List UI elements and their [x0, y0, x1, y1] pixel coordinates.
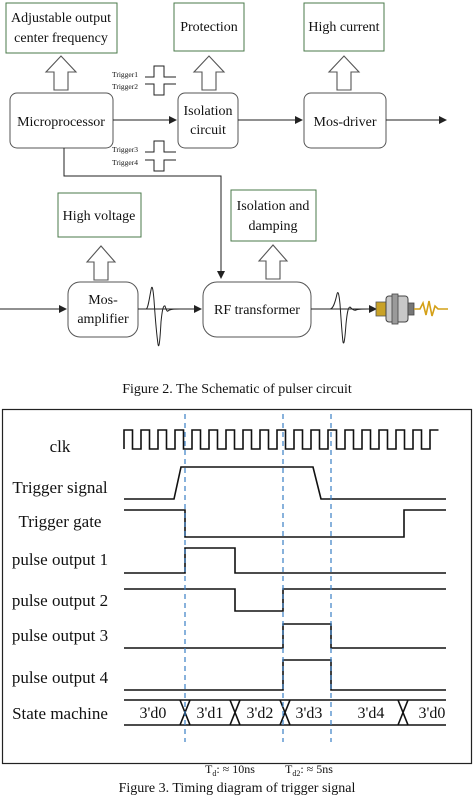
high-current-label: High current: [308, 20, 379, 35]
up-arrow-icon: [257, 244, 289, 280]
high-voltage-label: High voltage: [63, 209, 136, 224]
micro-to-rf-arrow: [63, 148, 225, 279]
microprocessor-label: Microprocessor: [17, 115, 105, 130]
trigger2-pulse-icon: [145, 83, 176, 96]
trigger2-label: Trigger2: [112, 82, 138, 91]
td-annotation: Td: ≈ 10ns: [205, 762, 255, 778]
protection-label: Protection: [180, 20, 238, 35]
state-label: 3'd0: [140, 705, 167, 722]
schematic-diagram: Adjustable output center frequency Prote…: [0, 2, 448, 397]
figure-2-caption: Figure 2. The Schematic of pulser circui…: [122, 382, 352, 397]
trigger3-pulse-icon: [145, 140, 176, 153]
protection-box: [173, 2, 245, 52]
adjustable-frequency-label-2: center frequency: [14, 31, 108, 46]
timing-frame: [1, 408, 473, 765]
state-label: 3'd0: [419, 705, 446, 722]
up-arrow-icon: [44, 55, 78, 91]
trigger4-pulse-icon: [145, 159, 176, 172]
clk-waveform: [123, 429, 439, 450]
pulse-output-1-waveform: [124, 547, 446, 574]
state-label: 3'd1: [197, 705, 224, 722]
mos-driver-label: Mos-driver: [314, 115, 377, 130]
signal-label-clk: clk: [50, 437, 71, 456]
up-arrow-icon: [85, 245, 117, 281]
rf-transformer-label: RF transformer: [214, 303, 300, 318]
trigger1-pulse-icon: [145, 65, 176, 78]
figure-3-caption: Figure 3. Timing diagram of trigger sign…: [119, 781, 356, 795]
mos-amplifier-label-2: amplifier: [77, 312, 129, 327]
td2-annotation: Td2: ≈ 5ns: [285, 762, 333, 778]
transducer-probe-icon: [375, 293, 448, 325]
mos-amplifier-box: [67, 281, 139, 338]
trigger1-label: Trigger1: [112, 70, 138, 79]
trigger4-label: Trigger4: [112, 158, 138, 167]
adjustable-frequency-box: [5, 2, 118, 54]
state-machine-bus: [124, 699, 446, 726]
pulse-output-2-waveform: [124, 588, 446, 612]
timing-diagram: clk Trigger signal Trigger gate pulse ou…: [1, 408, 473, 795]
pulse-output-3-waveform: [124, 623, 446, 649]
mos-amplifier-label-1: Mos-: [88, 293, 118, 308]
high-current-box: [303, 2, 385, 52]
isolation-circuit-box: [177, 92, 239, 149]
isolation-circuit-label-2: circuit: [190, 123, 226, 138]
state-label: 3'd4: [358, 705, 385, 722]
isolation-damping-box: [230, 189, 317, 242]
up-arrow-icon: [327, 55, 361, 91]
signal-label-pulse-output-3: pulse output 3: [12, 626, 108, 645]
signal-label-pulse-output-4: pulse output 4: [12, 668, 109, 687]
signal-label-pulse-output-1: pulse output 1: [12, 550, 108, 569]
signal-label-pulse-output-2: pulse output 2: [12, 591, 108, 610]
signal-label-trigger-signal: Trigger signal: [12, 478, 108, 497]
pulse-output-4-waveform: [124, 659, 446, 691]
trigger-signal-waveform: [124, 466, 446, 500]
high-voltage-box: [57, 192, 142, 238]
up-arrow-icon: [192, 55, 226, 91]
signal-label-trigger-gate: Trigger gate: [19, 512, 102, 531]
signal-label-state-machine: State machine: [12, 704, 108, 723]
isolation-damping-label-1: Isolation and: [237, 199, 310, 214]
damped-wave-icon: [329, 291, 369, 344]
state-label: 3'd3: [296, 705, 323, 722]
damped-wave-icon: [145, 286, 181, 347]
isolation-damping-label-2: damping: [249, 219, 298, 234]
adjustable-frequency-label-1: Adjustable output: [11, 11, 111, 26]
isolation-circuit-label-1: Isolation: [184, 104, 233, 119]
trigger-gate-waveform: [124, 509, 446, 538]
trigger3-label: Trigger3: [112, 145, 138, 154]
state-label: 3'd2: [247, 705, 274, 722]
